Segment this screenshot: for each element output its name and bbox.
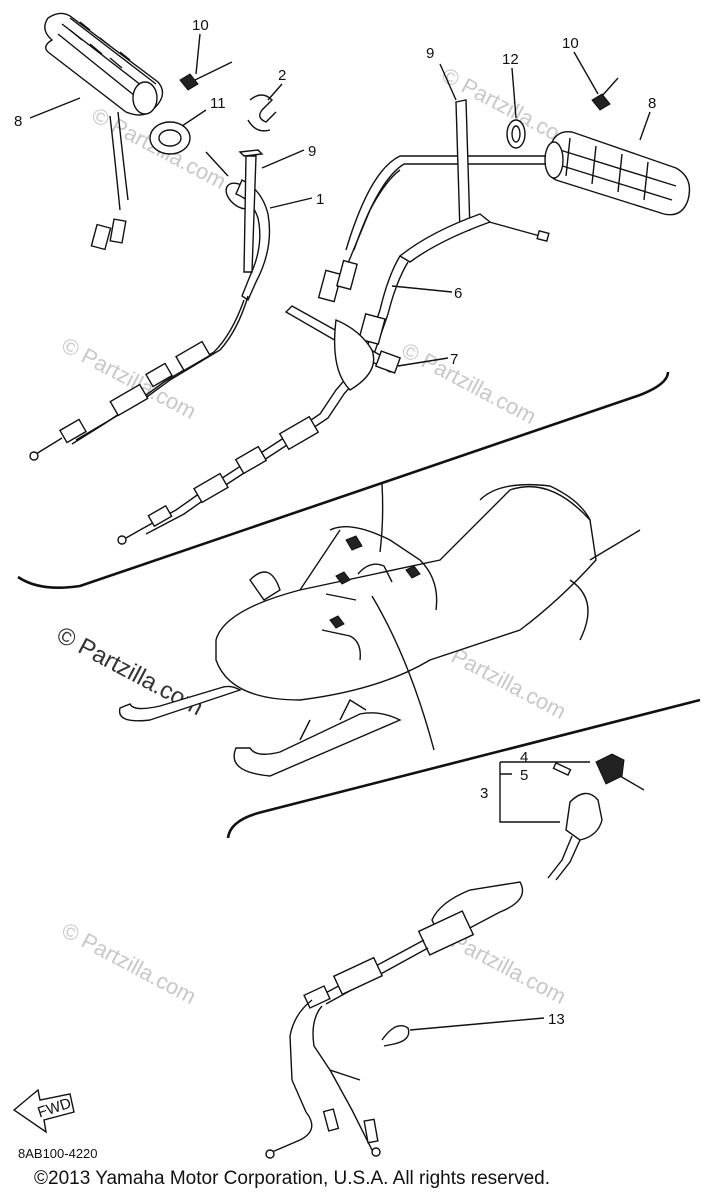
callout-8-right: 8 [648,95,656,112]
ring-right [506,119,526,149]
cable-band-right [455,99,471,233]
callout-10-right: 10 [562,35,579,52]
callout-9-left: 9 [308,143,316,160]
callout-10-left: 10 [192,17,209,34]
lower-cable [265,881,524,1159]
ring-collar [149,121,191,155]
watermark-6: © Partzilla.com [58,917,201,1009]
stop-switch [499,753,645,881]
callout-5: 5 [520,767,528,784]
watermark-4: © Partzilla.com [398,337,541,429]
callout-1: 1 [316,191,324,208]
diagram-code: 8AB100-4220 [18,1146,98,1161]
divider-upper [17,371,670,589]
callouts: 10 2 8 11 9 1 9 12 10 8 6 7 4 5 3 13 [14,17,656,1028]
screw-left [179,61,233,91]
callout-13: 13 [548,1011,565,1028]
snowmobile [118,483,641,777]
leader-lines [29,33,651,1031]
callout-2: 2 [278,67,286,84]
callout-7: 7 [450,351,458,368]
callout-8-left: 8 [14,113,22,130]
cable-tie [284,305,402,391]
callout-9-right: 9 [426,45,434,62]
choke-cable [117,213,550,545]
divider-lower [226,698,701,839]
callout-11: 11 [210,95,226,112]
callout-12: 12 [502,51,519,68]
callout-4: 4 [520,749,528,766]
fwd-arrow-icon: FWD [12,1088,75,1134]
right-grip [317,131,691,303]
callout-6: 6 [454,285,462,302]
throttle-cable [29,149,271,461]
clip [247,94,277,132]
callout-3: 3 [480,785,488,802]
left-grip [44,12,164,251]
copyright-notice: ©2013 Yamaha Motor Corporation, U.S.A. A… [34,1168,550,1189]
watermark-3: © Partzilla.com [58,332,201,424]
screw-right [591,77,619,111]
